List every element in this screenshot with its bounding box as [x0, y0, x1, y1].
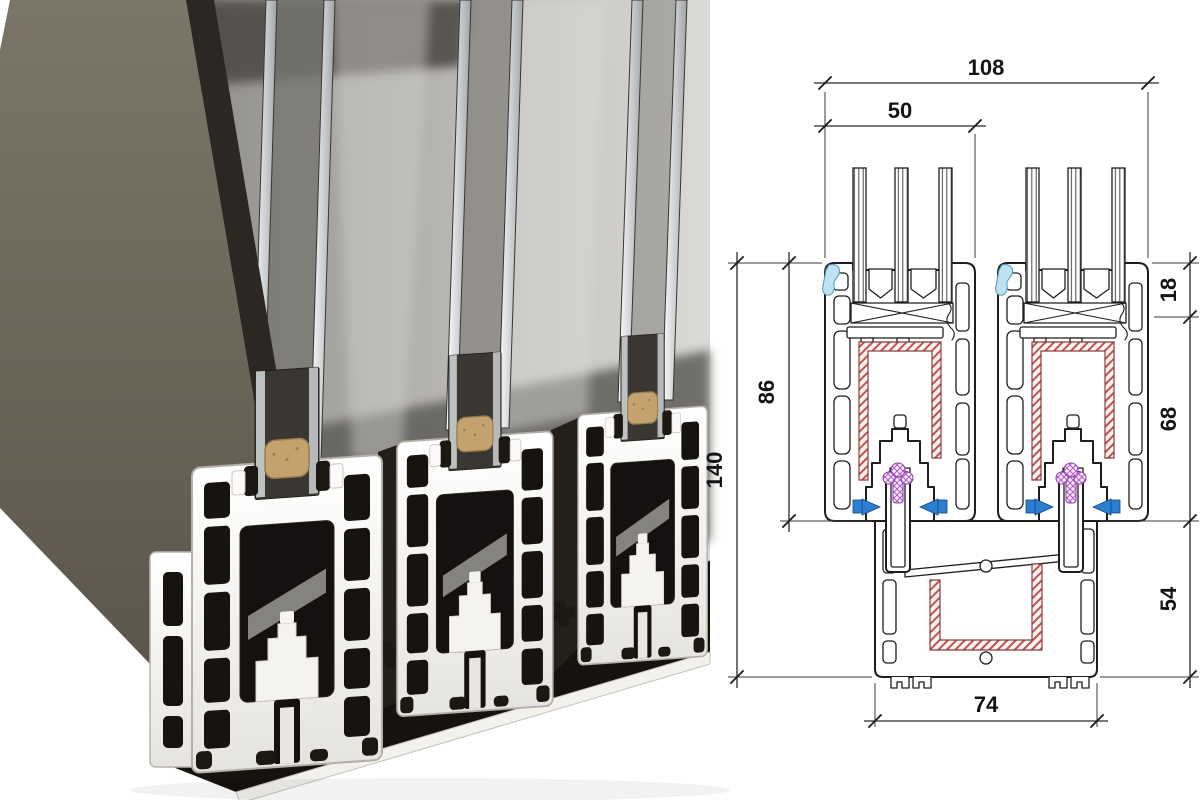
dimension-74: 74	[864, 683, 1108, 728]
glass-sheen-2	[500, 0, 606, 432]
ground-shadow	[130, 778, 730, 800]
dim-74-label: 74	[974, 692, 999, 717]
glass-sheen-1	[332, 0, 430, 462]
dim-68-label: 68	[1156, 407, 1181, 431]
gap-shadow-2	[551, 418, 578, 676]
dim-18-label: 18	[1156, 278, 1181, 302]
dim-86-label: 86	[754, 380, 779, 404]
unit-face-2	[446, 0, 512, 430]
profile-cross-section-drawing: 108 50 140 86 18 68 54	[702, 55, 1199, 728]
frame-inner-edge	[186, 0, 290, 452]
dim-108-label: 108	[968, 55, 1005, 80]
dimension-108: 108	[814, 55, 1159, 258]
dim-50-label: 50	[888, 98, 912, 123]
dimension-chain-right: 18 68 54	[1100, 252, 1199, 688]
dimension-50: 50	[814, 98, 986, 258]
dim-54-label: 54	[1156, 586, 1181, 611]
dimension-140: 140	[702, 252, 872, 688]
frame-section	[874, 471, 1098, 689]
frame-steel-reinforcement-hatch	[929, 563, 1043, 651]
frame-feet	[890, 677, 1090, 689]
base-interlock-2	[548, 600, 576, 628]
window-sill-3d-render	[0, 0, 730, 800]
dimension-86: 86	[754, 252, 872, 532]
unit-face-1	[263, 0, 324, 462]
dim-140-label: 140	[702, 452, 727, 489]
